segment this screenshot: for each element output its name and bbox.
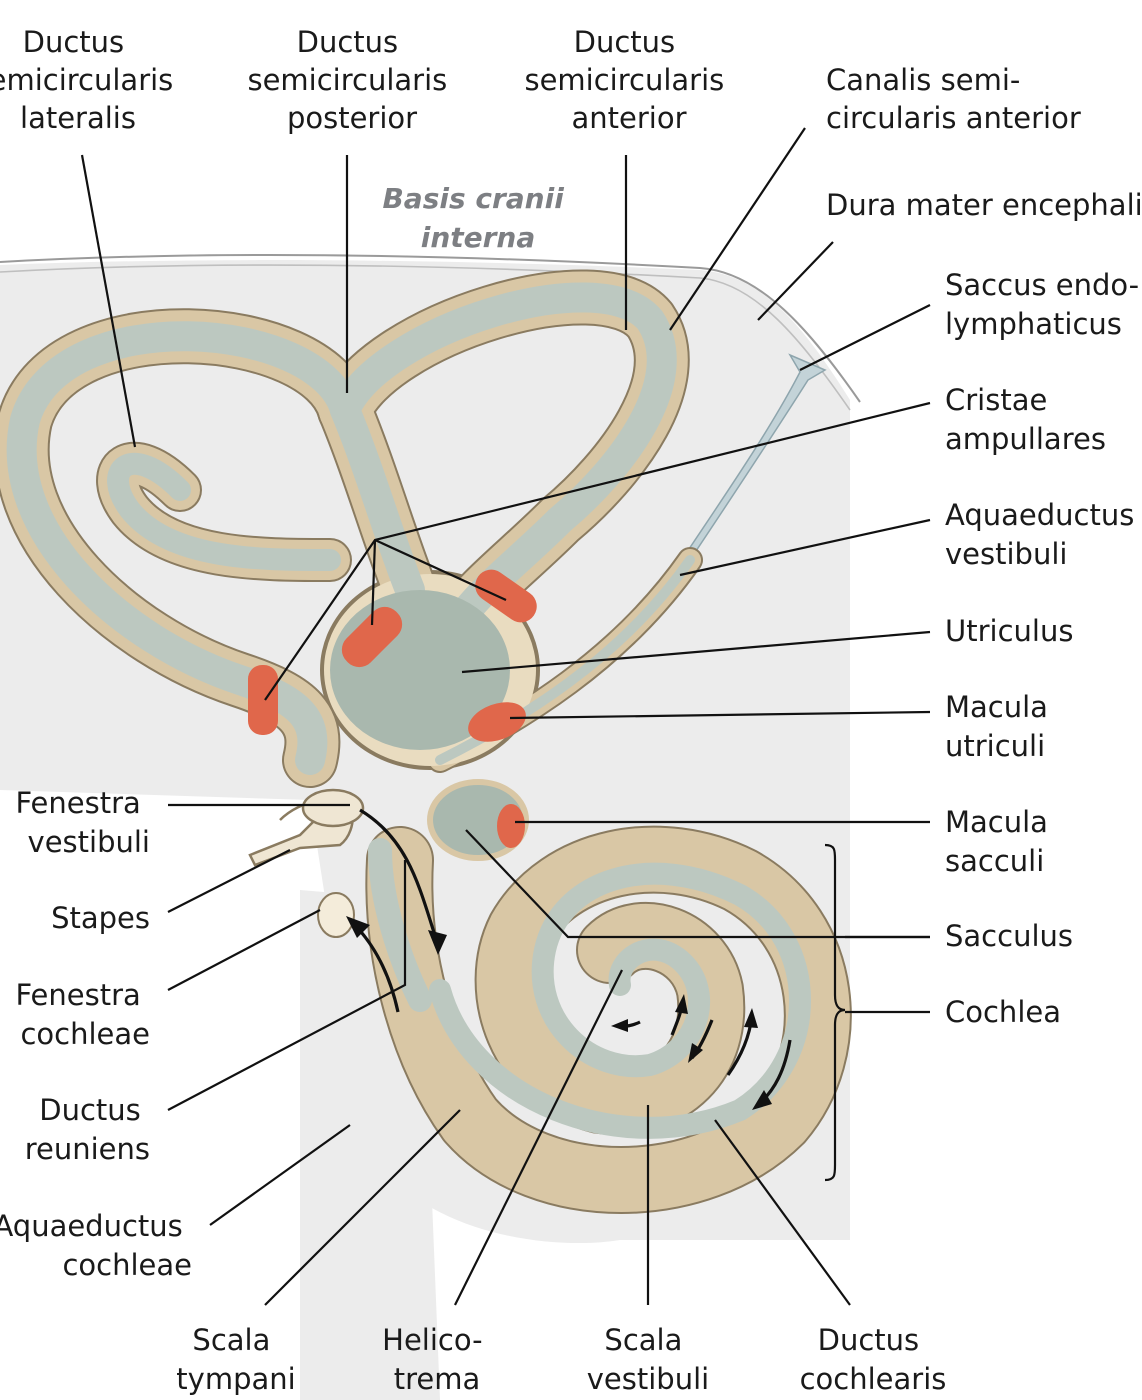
- label-stapes: Stapes: [51, 901, 150, 935]
- label-utriculus: Utriculus: [945, 614, 1073, 648]
- label-sacculus: Sacculus: [945, 919, 1073, 953]
- label-fenestra-vestibuli: Fenestra vestibuli: [15, 786, 150, 859]
- label-ductus-semicircularis-posterior: Ductus semicircularis posterior: [247, 25, 456, 135]
- label-canalis-semicircularis-anterior: Canalis semi- circularis anterior: [826, 63, 1081, 135]
- label-aquaeductus-vestibuli: Aquaeductus vestibuli: [945, 498, 1142, 571]
- label-saccus-endolymphaticus: Saccus endo- lymphaticus: [945, 268, 1142, 341]
- label-macula-utriculi: Macula utriculi: [945, 690, 1057, 763]
- label-ductus-cochlearis: Ductus cochlearis: [800, 1323, 947, 1396]
- label-cristae-ampullares: Cristae ampullares: [945, 383, 1106, 456]
- label-scala-tympani: Scala tympani: [176, 1323, 295, 1396]
- round-window: [318, 893, 354, 937]
- label-fenestra-cochleae: Fenestra cochleae: [15, 978, 150, 1051]
- label-dura-mater-encephali: Dura mater encephali: [826, 188, 1142, 222]
- label-scala-vestibuli: Scala vestibuli: [587, 1323, 709, 1396]
- label-macula-sacculi: Macula sacculi: [945, 805, 1057, 878]
- label-ductus-reuniens: Ductus reuniens: [25, 1093, 150, 1166]
- label-aquaeductus-cochleae: Aquaeductus cochleae: [0, 1209, 192, 1282]
- label-ductus-semicircularis-lateralis: Ductus semicircularis lateralis: [0, 25, 183, 135]
- label-ductus-semicircularis-anterior: Ductus semicircularis anterior: [524, 25, 733, 135]
- label-cochlea: Cochlea: [945, 995, 1061, 1029]
- region-label-basis-cranii: Basis cranii interna: [382, 182, 573, 254]
